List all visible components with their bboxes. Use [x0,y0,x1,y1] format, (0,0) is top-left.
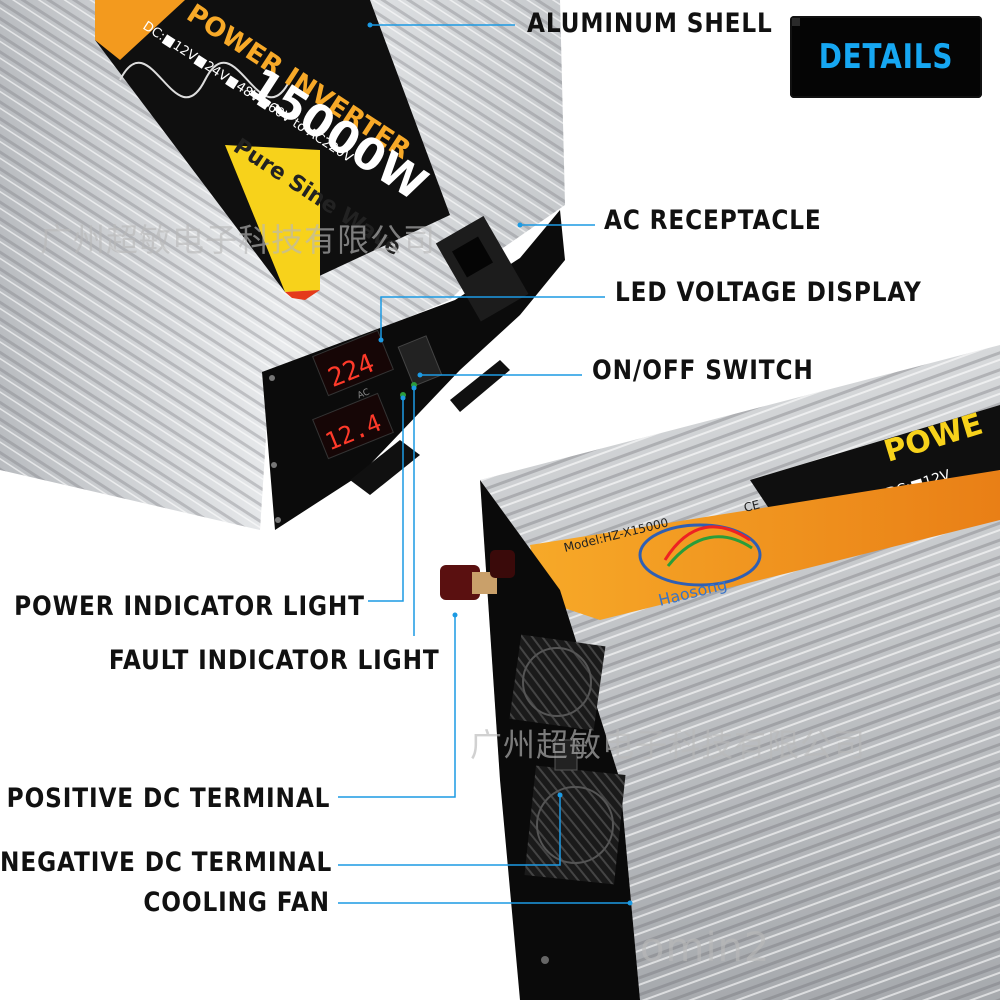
watermark-bottom: omin2 [640,925,771,971]
cooling-fan-upper [509,634,606,731]
negative-dc-terminal [490,550,515,578]
top-inverter-label [95,0,450,292]
label-cooling-fan: COOLING FAN [143,887,330,918]
top-inverter: POWER INVERTER 15000W DC:■12V■24V■48V■60… [0,0,565,530]
callout-line-positive-terminal [338,615,456,798]
watermark-company-bottom: 广州超敏电子科技有限公司 [470,726,867,764]
callout-lines [338,22,633,906]
label-ac-receptacle: AC RECEPTACLE [604,205,822,236]
details-badge: DETAILS [790,16,982,98]
label-aluminum-shell: ALUMINUM SHELL [527,8,773,39]
label-power-indicator-light: POWER INDICATOR LIGHT [14,591,365,622]
bottom-inverter-marks: CE [742,497,761,514]
callout-line-negative-terminal [338,795,561,866]
details-badge-label: DETAILS [818,37,954,77]
label-negative-dc-terminal: NEGATIVE DC TERMINAL [0,847,332,878]
on-off-switch [397,335,443,387]
cooling-fan-lower [524,765,626,885]
watermark-company-top: 广州超敏电子科技有限公司 [40,221,437,259]
bottom-inverter: POWE DC:■12V Model:HZ-X15000 CE Haosong [440,345,1000,1000]
led-display-dc [312,392,394,460]
positive-dc-terminal [440,565,497,600]
label-led-voltage-display: LED VOLTAGE DISPLAY [615,277,922,308]
led-display-ac [312,329,394,397]
label-positive-dc-terminal: POSITIVE DC TERMINAL [6,783,330,814]
label-on-off-switch: ON/OFF SWITCH [592,355,814,386]
label-fault-indicator-light: FAULT INDICATOR LIGHT [109,645,440,676]
haosong-logo-icon [638,523,762,587]
callout-line-led-display [380,296,605,340]
callout-line-power-indicator [368,398,404,602]
